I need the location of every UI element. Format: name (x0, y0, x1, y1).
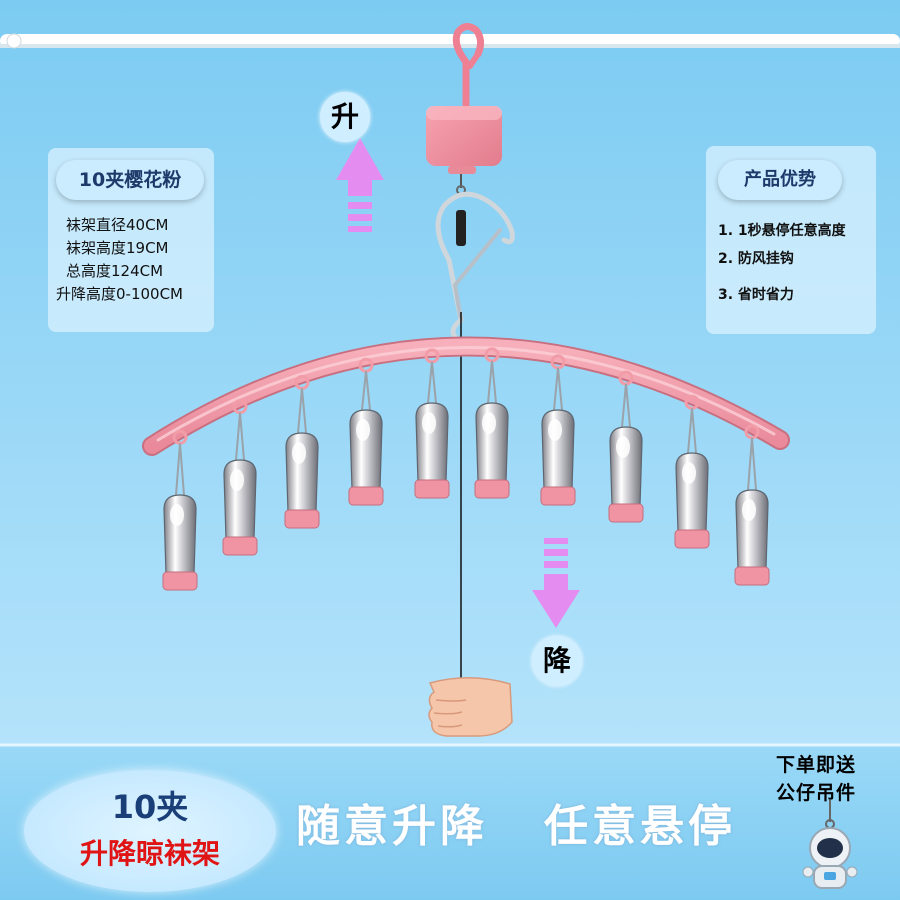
up-arrow-icon (336, 138, 384, 232)
advantages-title: 产品优势 (718, 160, 842, 200)
gift-line-2: 公仔吊件 (776, 782, 857, 804)
advantage-item: 2. 防风挂钩 (718, 251, 794, 267)
clip-group (162, 347, 770, 591)
hand-icon (428, 677, 513, 737)
product-badge (24, 770, 276, 892)
hanging-pole (0, 33, 900, 49)
spec-item: 袜架高度19CM (66, 239, 169, 257)
product-name: 升降晾袜架 (79, 837, 220, 870)
clothespin-clip (414, 348, 450, 499)
advantage-item: 3. 省时省力 (718, 287, 794, 303)
clothespin-clip (348, 357, 384, 506)
hanger-arc (142, 336, 790, 456)
clothespin-clip (540, 354, 576, 506)
clip-count: 10夹 (111, 788, 189, 826)
clothespin-clip (162, 429, 198, 591)
clothespin-clip (222, 399, 258, 556)
clothespin-clip (474, 347, 510, 499)
astronaut-icon (802, 800, 858, 889)
up-label: 升 (320, 92, 370, 142)
spec-item: 总高度124CM (66, 262, 164, 280)
clothespin-clip (608, 370, 644, 523)
specs-list: 袜架直径40CM 袜架高度19CM 总高度124CM 升降高度0-100CM (54, 214, 183, 306)
specs-title: 10夹樱花粉 (56, 160, 204, 200)
slogan-free-lift: 随意升降 (296, 801, 488, 852)
advantage-item: 1. 1秒悬停任意高度 (718, 223, 846, 239)
slogan-any-stop: 任意悬停 (544, 801, 736, 852)
down-label: 降 (532, 636, 582, 686)
gift-line-1: 下单即送 (776, 754, 857, 776)
retractor-hook (452, 23, 485, 109)
clothespin-clip (674, 394, 710, 549)
clothespin-clip (284, 374, 320, 529)
spec-item: 袜架直径40CM (66, 216, 169, 234)
retractor-box (426, 106, 502, 174)
down-arrow-icon (532, 538, 580, 628)
clothespin-clip (734, 424, 770, 586)
spec-item: 升降高度0-100CM (56, 285, 184, 303)
